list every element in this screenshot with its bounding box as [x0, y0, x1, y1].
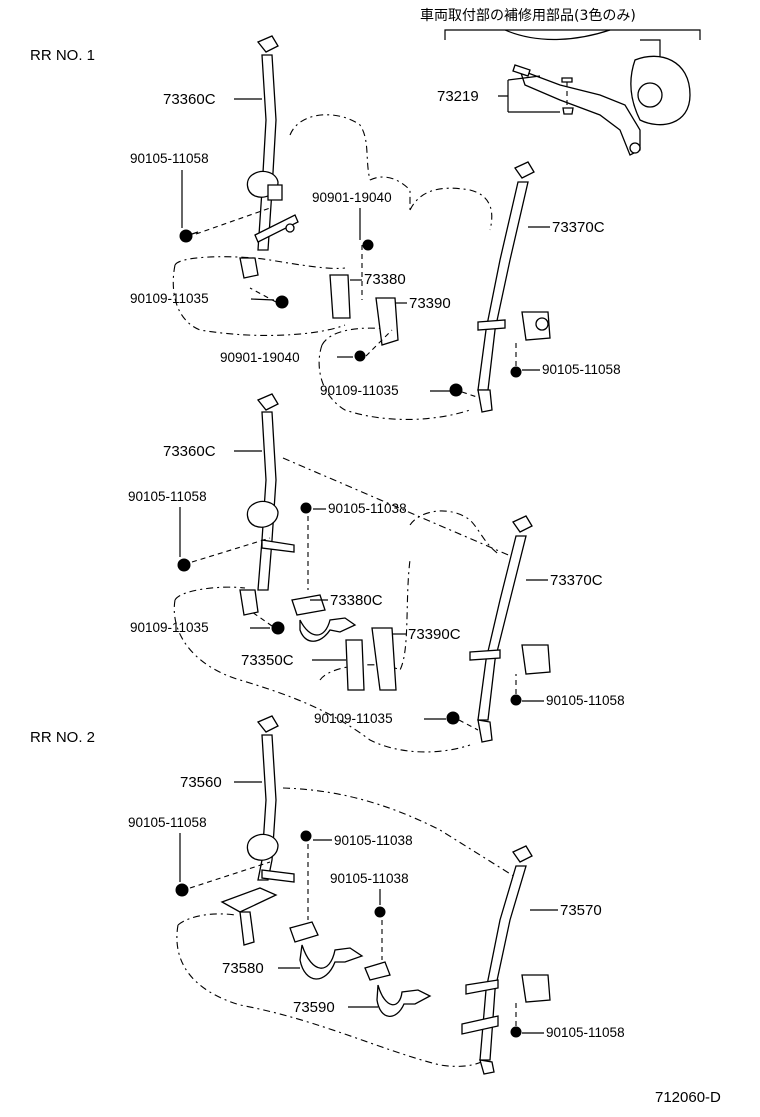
label-90105-11058-a: 90105-11058	[130, 151, 209, 166]
buckle-73390c	[371, 627, 397, 691]
label-73370c-b: 73370C	[550, 572, 603, 589]
seat-cushion-outline-2	[174, 586, 246, 601]
bolt-90105-11058-a	[179, 229, 199, 243]
bolt-90105-11058-f	[510, 1002, 522, 1038]
bolt-90109-11035-b	[449, 383, 481, 399]
label-90109-11035-b: 90109-11035	[320, 383, 399, 398]
belt-73570	[461, 845, 551, 1075]
bolt-90105-11058-d	[510, 674, 522, 706]
label-90105-11038-b: 90105-11038	[334, 833, 413, 848]
note-bracket	[444, 29, 701, 40]
label-90901-19040-b: 90901-19040	[220, 350, 300, 365]
label-73219: 73219	[437, 88, 479, 105]
seat-back-outline-3	[282, 787, 521, 881]
seat-back-outline-1b	[409, 187, 493, 231]
label-73350c: 73350C	[241, 652, 294, 669]
label-90901-19040-a: 90901-19040	[312, 190, 392, 205]
label-90109-11035-d: 90109-11035	[314, 711, 393, 726]
bolt-90105-11038-a	[300, 502, 312, 590]
bolt-90109-11035-a	[249, 287, 289, 309]
jp-note: 車両取付部の補修用部品(3色のみ)	[420, 7, 636, 24]
label-73390: 73390	[409, 295, 451, 312]
label-90109-11035-a: 90109-11035	[130, 291, 209, 306]
seat-cushion-outline-3	[176, 924, 486, 1067]
belt-73360c-b	[239, 393, 295, 616]
section-title-rr-no1: RR NO. 1	[30, 47, 95, 64]
seat-cushion-outline-1b	[318, 344, 471, 420]
belt-73360c-a	[239, 35, 299, 279]
label-90105-11058-f: 90105-11058	[546, 1025, 625, 1040]
belt-73370c-a	[477, 161, 551, 413]
label-73380: 73380	[364, 271, 406, 288]
buckle-73590	[364, 961, 432, 1017]
label-90105-11058-e: 90105-11058	[128, 815, 207, 830]
label-73590: 73590	[293, 999, 335, 1016]
label-73560: 73560	[180, 774, 222, 791]
seat-back-outline-2	[282, 457, 521, 561]
label-73370c-a: 73370C	[552, 219, 605, 236]
label-73580: 73580	[222, 960, 264, 977]
buckle-73390	[375, 297, 399, 346]
label-90105-11058-d: 90105-11058	[546, 693, 625, 708]
bolt-90105-11058-b	[510, 340, 522, 378]
buckle-73350c	[345, 639, 365, 691]
label-73360c-b: 73360C	[163, 443, 216, 460]
label-90105-11058-b: 90105-11058	[542, 362, 621, 377]
label-73360c-a: 73360C	[163, 91, 216, 108]
section-title-rr-no2: RR NO. 2	[30, 729, 95, 746]
label-90105-11038-c: 90105-11038	[330, 871, 409, 886]
label-73380c: 73380C	[330, 592, 383, 609]
buckle-73580	[289, 921, 364, 980]
bolt-90105-11038-b	[300, 830, 312, 920]
diagram-code: 712060-D	[655, 1089, 721, 1106]
inset-anchor-assembly	[504, 29, 691, 156]
bolt-90901-19040-b	[354, 329, 393, 362]
label-73570: 73570	[560, 902, 602, 919]
label-90105-11058-c: 90105-11058	[128, 489, 207, 504]
bolt-90901-19040-a	[361, 239, 374, 300]
label-90109-11035-c: 90109-11035	[130, 620, 209, 635]
bolt-90109-11035-c	[251, 611, 285, 635]
seat-back-outline-1a	[289, 114, 371, 181]
belt-73370c-b	[469, 515, 551, 743]
bolt-90105-11058-c	[177, 537, 271, 572]
buckle-73380	[329, 274, 351, 319]
bolt-90105-11058-e	[175, 861, 271, 897]
label-73390c: 73390C	[408, 626, 461, 643]
seat-cushion-outline-1a	[174, 256, 346, 269]
leader-73219	[498, 75, 560, 113]
bolt-90109-11035-d	[446, 711, 479, 731]
label-90105-11038-a: 90105-11038	[328, 501, 407, 516]
belt-73560	[220, 715, 295, 946]
bolt-90105-11038-c	[374, 906, 386, 960]
